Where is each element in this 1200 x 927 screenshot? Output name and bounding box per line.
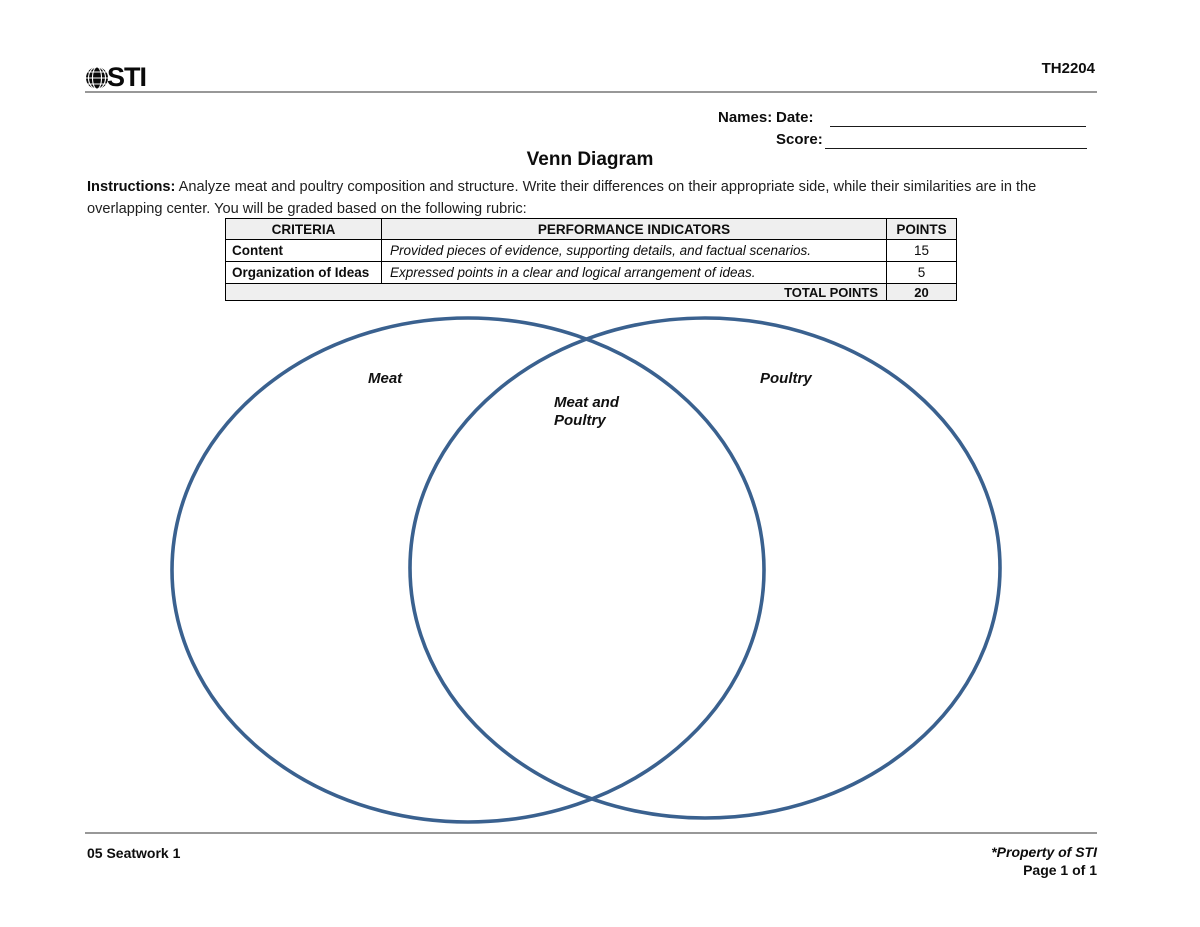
rubric-indicator: Expressed points in a clear and logical … <box>381 261 887 284</box>
sti-logo: STI <box>84 62 147 93</box>
rubric-total-row: TOTAL POINTS 20 <box>225 283 957 301</box>
footer-property-note: *Property of STI <box>991 844 1097 860</box>
score-label: Score: <box>776 131 823 148</box>
rubric-points: 15 <box>886 239 957 262</box>
venn-label-meat-and-poultry: Meat and Poultry <box>554 394 619 430</box>
rubric-indicator: Provided pieces of evidence, supporting … <box>381 239 887 262</box>
footer-divider <box>85 832 1097 834</box>
rubric-header-criteria: CRITERIA <box>225 218 382 240</box>
rubric-criteria: Content <box>225 239 382 262</box>
table-row: Content Provided pieces of evidence, sup… <box>225 239 957 262</box>
page-title: Venn Diagram <box>526 149 654 170</box>
instructions-paragraph: Instructions: Analyze meat and poultry c… <box>87 177 1099 220</box>
venn-center-line2: Poultry <box>554 412 606 429</box>
venn-diagram <box>170 316 1002 824</box>
course-code: TH2204 <box>1041 60 1095 77</box>
rubric-points: 5 <box>886 261 957 284</box>
names-label: Names: <box>718 109 773 126</box>
instructions-text: Analyze meat and poultry composition and… <box>87 179 1037 217</box>
footer-page-number: Page 1 of 1 <box>1023 862 1097 878</box>
globe-icon <box>86 65 108 90</box>
venn-label-meat: Meat <box>368 370 403 387</box>
rubric-table: CRITERIA PERFORMANCE INDICATORS POINTS C… <box>225 218 957 301</box>
instructions-label: Instructions: <box>87 179 176 195</box>
venn-left-circle[interactable] <box>170 316 766 824</box>
venn-label-poultry: Poultry <box>760 370 812 387</box>
rubric-header-row: CRITERIA PERFORMANCE INDICATORS POINTS <box>225 218 957 240</box>
rubric-header-indicators: PERFORMANCE INDICATORS <box>381 218 887 240</box>
venn-center-line1: Meat and <box>554 394 620 411</box>
score-field[interactable] <box>825 131 1087 149</box>
rubric-criteria: Organization of Ideas <box>225 261 382 284</box>
date-field[interactable] <box>830 109 1086 127</box>
footer-right-block: *Property of STI Page 1 of 1 <box>991 843 1097 879</box>
date-label: Date: <box>776 109 814 126</box>
rubric-header-points: POINTS <box>886 218 957 240</box>
footer-seatwork-label: 05 Seatwork 1 <box>87 845 181 861</box>
logo-text: STI <box>107 62 147 92</box>
total-points-label: TOTAL POINTS <box>225 283 887 301</box>
header-divider <box>85 91 1097 93</box>
table-row: Organization of Ideas Expressed points i… <box>225 261 957 284</box>
total-points-value: 20 <box>886 283 957 301</box>
venn-right-circle[interactable] <box>408 316 1002 820</box>
